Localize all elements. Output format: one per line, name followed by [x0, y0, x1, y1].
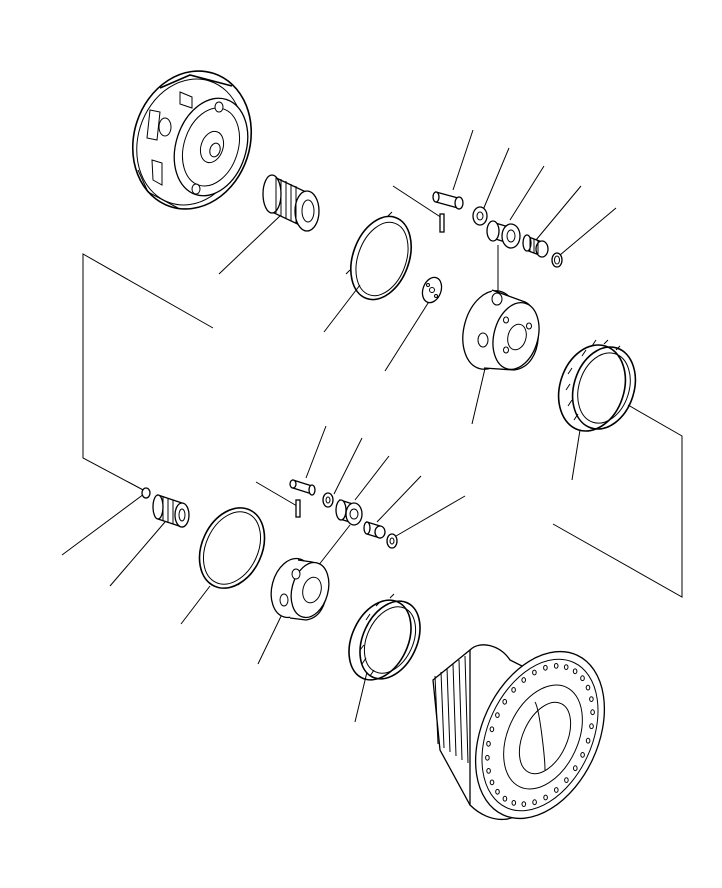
- pin-icon: [295, 499, 301, 518]
- leader-line-snap-ring-lower: [180, 585, 211, 625]
- leader-line-spring-pin-upper: [392, 185, 443, 219]
- bolt-hole: [532, 669, 537, 676]
- shaft-icon: [289, 479, 316, 496]
- snap-ring-icon: [345, 211, 412, 301]
- bolt-hole: [563, 664, 569, 670]
- leader-line-washer-lower-small: [395, 495, 466, 537]
- bolt-hole: [589, 696, 594, 702]
- leader-line-planet-shaft-upper: [452, 129, 474, 191]
- carrier-housing-icon: [131, 70, 253, 210]
- leader-line-bracket-right: [552, 404, 683, 598]
- leader-line-spacer-upper: [482, 147, 510, 211]
- bolt-hole: [486, 768, 491, 774]
- bolt-hole: [532, 799, 537, 806]
- bolt-hole: [489, 726, 495, 733]
- washer-icon: [551, 252, 563, 268]
- leader-line-bracket-left: [82, 253, 214, 493]
- leader-line-spring-pin-lower: [255, 481, 298, 507]
- bolt-hole: [585, 684, 591, 691]
- bolt-hole: [580, 752, 585, 758]
- leader-line-snap-ring-upper: [323, 284, 361, 333]
- leader-lines: [61, 129, 683, 723]
- washer-icon: [421, 276, 443, 304]
- bolt-hole: [485, 754, 490, 761]
- ring-gear-icon: [348, 593, 421, 681]
- leader-line-planet-shaft-lower: [305, 425, 327, 479]
- bolt-hole: [564, 777, 569, 783]
- planet-carrier-icon: [270, 557, 330, 621]
- bolt-hole: [573, 765, 578, 772]
- snap-ring-icon: [198, 507, 266, 589]
- needle-bearing-icon: [262, 174, 320, 232]
- bolt-hole: [495, 712, 500, 718]
- bolt-hole: [521, 677, 527, 683]
- washer-icon: [386, 533, 398, 549]
- leader-line-bearing-lower-small: [376, 475, 422, 523]
- leader-line-ring-gear-upper: [571, 429, 581, 481]
- leader-line-bearing-upper-small: [535, 185, 582, 241]
- leader-line-washer-upper-small: [559, 207, 617, 256]
- spacer-icon: [322, 492, 334, 508]
- bolt-hole: [572, 668, 578, 675]
- bolt-hole: [511, 687, 516, 693]
- leader-line-needle-bearing-upper: [218, 213, 283, 275]
- leader-line-ball: [61, 493, 145, 556]
- bolt-hole: [489, 779, 495, 786]
- pin-icon: [439, 213, 445, 233]
- leader-line-sun-gear-lower: [109, 521, 166, 587]
- leader-line-planet-carrier-upper: [471, 359, 488, 425]
- gear-icon: [152, 494, 190, 528]
- leader-line-spacer-lower: [333, 437, 363, 495]
- ball-icon: [141, 487, 151, 499]
- leader-line-thrust-washer-upper: [384, 299, 431, 372]
- leader-line-gear-to-carrier-lower: [317, 524, 351, 567]
- spacer-icon: [472, 206, 488, 226]
- bolt-hole: [590, 709, 595, 716]
- needle-bearing-icon: [522, 234, 549, 258]
- bolt-hole: [554, 787, 559, 793]
- leader-line-ring-gear-lower: [354, 671, 368, 723]
- bolt-hole: [495, 788, 500, 795]
- bolt-hole: [553, 663, 559, 669]
- bolt-hole: [486, 740, 491, 747]
- shaft-icon: [432, 191, 464, 210]
- bolt-hole: [580, 675, 585, 682]
- leader-line-planet-carrier-lower: [257, 607, 286, 665]
- leader-line-planet-gear-upper: [509, 165, 545, 221]
- planet-carrier-icon: [462, 289, 540, 371]
- bolt-hole: [585, 737, 591, 744]
- bolt-hole: [589, 723, 594, 730]
- needle-bearing-icon: [363, 521, 386, 539]
- hub-icon: [432, 644, 606, 821]
- leader-line-planet-gear-lower: [354, 455, 390, 501]
- ring-gear-icon: [557, 339, 637, 432]
- gear-icon: [486, 220, 521, 249]
- bolt-hole: [511, 800, 517, 806]
- bolt-hole: [502, 795, 508, 802]
- bolt-hole: [521, 801, 527, 807]
- bolt-hole: [502, 698, 508, 705]
- bolt-hole: [543, 794, 548, 801]
- gear-icon: [335, 499, 363, 526]
- bolt-hole: [543, 664, 548, 671]
- hub-bolt-holes: [485, 663, 595, 807]
